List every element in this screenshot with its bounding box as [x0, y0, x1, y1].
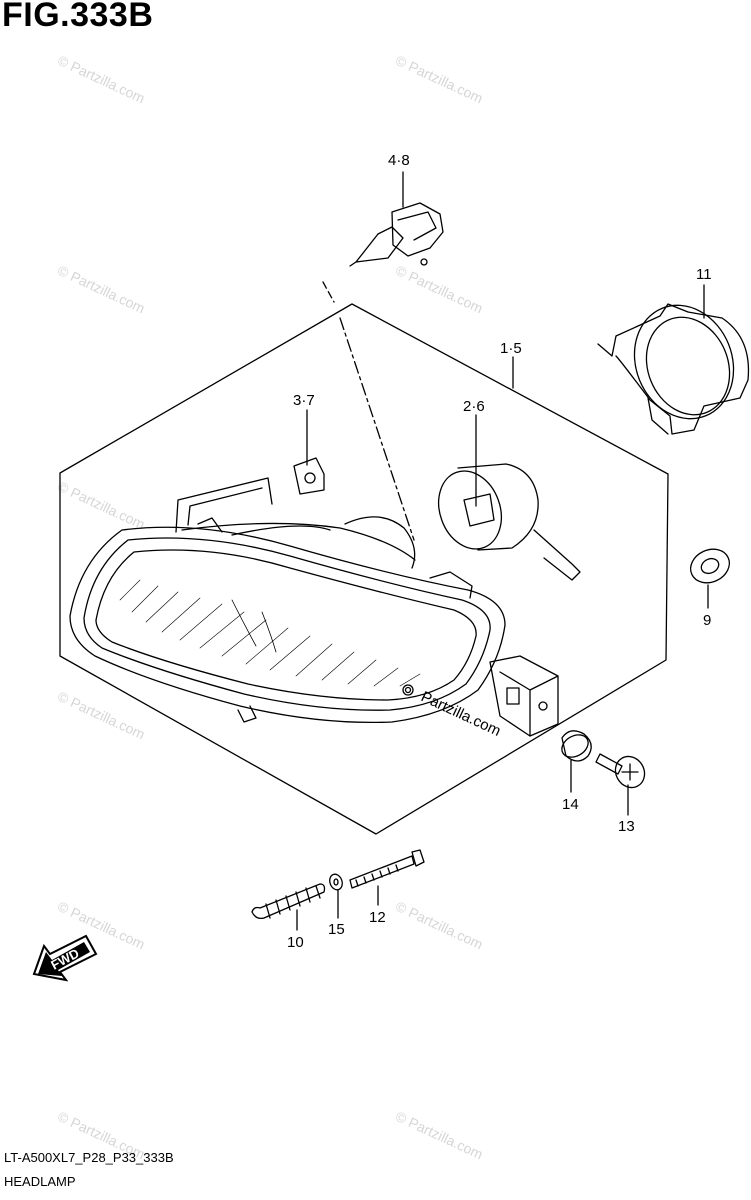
retainer-clip-icon	[293, 457, 325, 495]
headlamp-housing	[69, 477, 559, 737]
callout-headlamp-assy: 1·5	[500, 340, 522, 357]
grommet-icon	[690, 548, 730, 584]
retaining-ring-icon	[597, 303, 750, 435]
diagram-code: LT-A500XL7_P28_P33_333B	[4, 1150, 174, 1165]
callout-washer: 15	[328, 921, 345, 938]
bulb-guide-line	[322, 281, 335, 303]
callout-retainer: 3·7	[293, 392, 315, 409]
spring-icon	[251, 883, 326, 920]
callout-adjusting-screw: 12	[369, 909, 386, 926]
grommet-icon	[561, 730, 592, 762]
bulb-socket-icon	[438, 463, 581, 581]
callout-grommet-9: 9	[703, 612, 712, 629]
callout-grommet-14: 14	[562, 796, 579, 813]
callout-screw: 13	[618, 818, 635, 835]
bulb-icon	[349, 202, 444, 267]
screw-icon	[595, 753, 646, 789]
washer-icon	[329, 873, 343, 891]
adjusting-screw-icon	[349, 849, 425, 889]
diagram-name: HEADLAMP	[4, 1174, 76, 1189]
fwd-arrow-icon: FWD	[32, 934, 98, 982]
callout-bulb: 4·8	[388, 152, 410, 169]
assembly-outline	[59, 303, 669, 835]
bulb-guide-line	[339, 317, 415, 541]
figure-title: FIG.333B	[2, 0, 154, 34]
callout-socket: 2·6	[463, 398, 485, 415]
callout-ring: 11	[696, 266, 712, 283]
callout-spring: 10	[287, 934, 304, 951]
